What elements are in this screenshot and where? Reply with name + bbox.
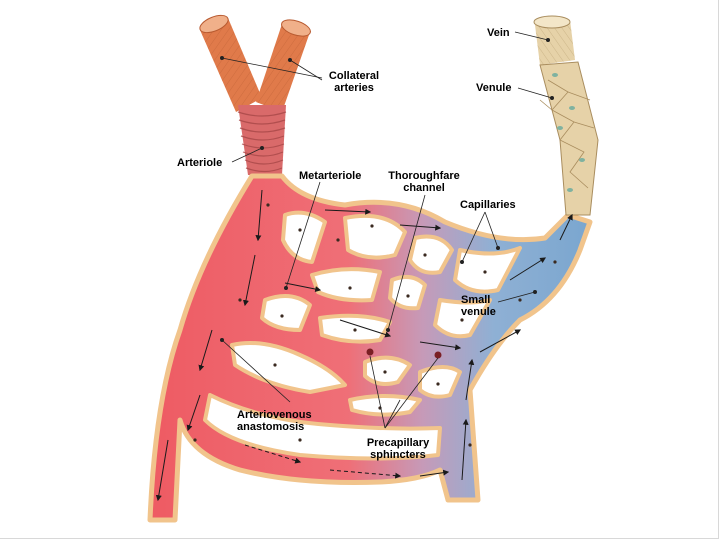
vein-label: Vein xyxy=(487,27,510,39)
arteriole-vessel xyxy=(238,105,286,175)
small-venule-line2: venule xyxy=(461,306,496,318)
arteriovenous-anastomosis-line1: Arteriovenous xyxy=(237,409,312,421)
arteriovenous-anastomosis-label: Arteriovenous anastomosis xyxy=(237,409,312,433)
arteriole-label: Arteriole xyxy=(177,157,222,169)
capillary-bed xyxy=(150,176,590,520)
thoroughfare-channel-line2: channel xyxy=(386,182,462,194)
precapillary-sphincters-line2: sphincters xyxy=(360,449,436,461)
metarteriole-label: Metarteriole xyxy=(299,170,361,182)
small-venule-line1: Small xyxy=(461,294,496,306)
thoroughfare-channel-line1: Thoroughfare xyxy=(386,170,462,182)
capillaries-label: Capillaries xyxy=(460,199,516,211)
vein-venule xyxy=(534,16,598,215)
precapillary-sphincters-label: Precapillary sphincters xyxy=(360,437,436,461)
collateral-arteries xyxy=(197,12,312,112)
thoroughfare-channel-label: Thoroughfare channel xyxy=(386,170,462,194)
precapillary-sphincters-line1: Precapillary xyxy=(360,437,436,449)
collateral-arteries-line2: arteries xyxy=(322,82,386,94)
collateral-arteries-line1: Collateral xyxy=(322,70,386,82)
arteriovenous-anastomosis-line2: anastomosis xyxy=(237,421,312,433)
venule-label: Venule xyxy=(476,82,511,94)
collateral-arteries-label: Collateral arteries xyxy=(322,70,386,94)
small-venule-label: Small venule xyxy=(461,294,496,318)
